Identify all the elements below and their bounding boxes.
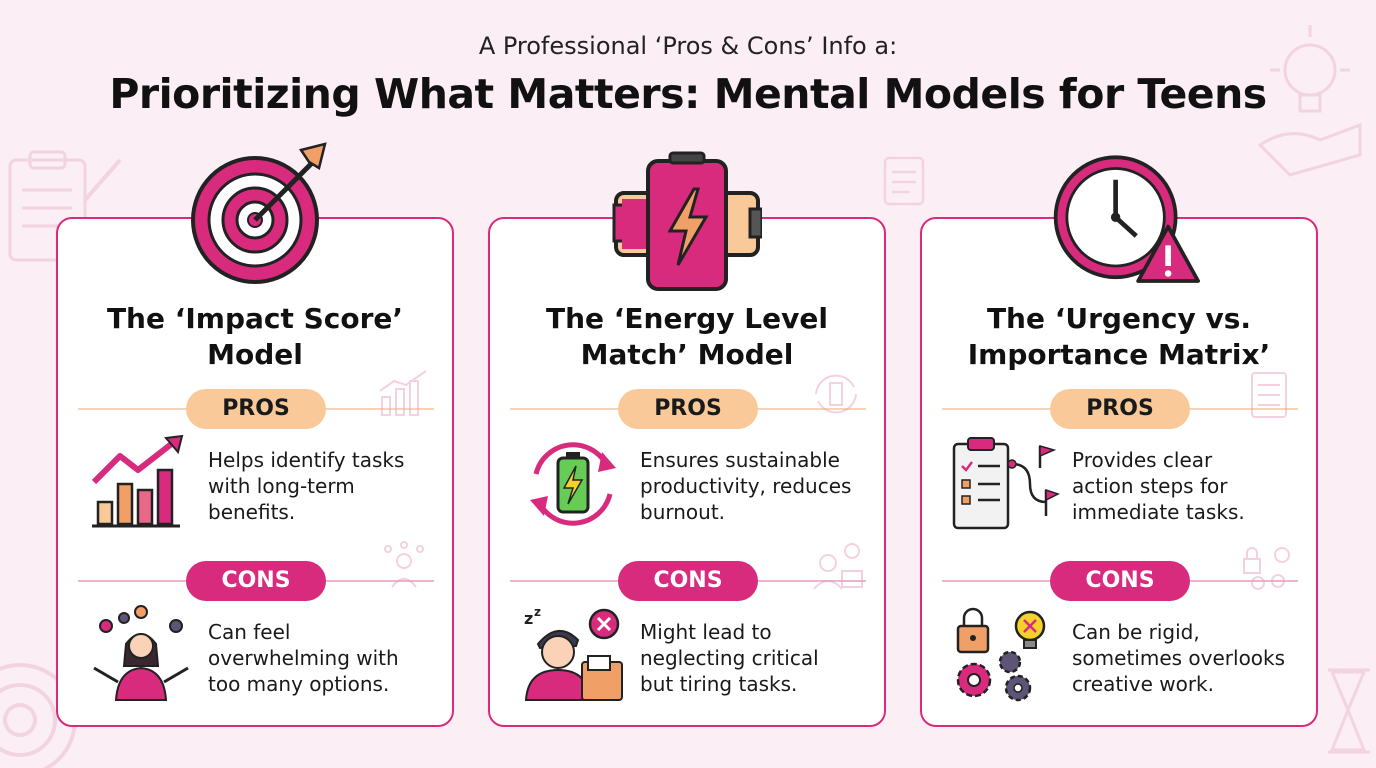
pros-row: PROS [78, 389, 434, 429]
clipboard-small-doodle-icon [883, 156, 925, 206]
clipboard-doodle-icon [8, 150, 122, 262]
card-title-line: The ‘Energy Level [546, 302, 828, 335]
cons-row: CONS [942, 561, 1298, 601]
text-line: Provides clear [1072, 448, 1213, 472]
pros-pill: PROS [186, 389, 326, 429]
tired-person-icon: z z [524, 605, 623, 701]
text-line: with long-term [208, 474, 355, 498]
card-title: The ‘Urgency vs. Importance Matrix’ [922, 301, 1316, 373]
cons-text: Might lead to neglecting critical but ti… [640, 619, 872, 697]
text-line: creative work. [1072, 672, 1214, 696]
juggling-person-doodle-icon [384, 541, 424, 588]
card-title: The ‘Impact Score’ Model [58, 301, 452, 373]
text-line: too many options. [208, 672, 390, 696]
text-line: Can feel [208, 620, 291, 644]
energy-level-card: The ‘Energy Level Match’ Model PROS Ensu… [488, 217, 886, 727]
text-line: Can be rigid, [1072, 620, 1200, 644]
juggling-person-icon [93, 605, 189, 701]
impact-score-card: The ‘Impact Score’ Model PROS Helps iden… [56, 217, 454, 727]
text-line: overwhelming with [208, 646, 399, 670]
pros-text: Ensures sustainable productivity, reduce… [640, 447, 872, 525]
pros-text: Helps identify tasks with long-term bene… [208, 447, 440, 525]
checklist-doodle-icon [1251, 372, 1287, 418]
clock-alert-icon [1053, 155, 1200, 283]
card-title-line: The ‘Urgency vs. [986, 302, 1252, 335]
text-line: sometimes overlooks [1072, 646, 1286, 670]
text-line: action steps for [1072, 474, 1228, 498]
text-line: neglecting critical [640, 646, 819, 670]
bar-chart-doodle-icon [379, 370, 427, 416]
card-title-line: Importance Matrix’ [967, 338, 1271, 371]
tired-person-doodle-icon [813, 543, 863, 590]
text-line: immediate tasks. [1072, 500, 1245, 524]
text-line: burnout. [640, 500, 726, 524]
text-line: but tiring tasks. [640, 672, 798, 696]
svg-text:z: z [524, 609, 533, 628]
text-line: Helps identify tasks [208, 448, 405, 472]
lightbulb-hand-doodle-icon [1257, 25, 1362, 177]
page-title: Prioritizing What Matters: Mental Models… [109, 70, 1267, 118]
growth-chart-icon [91, 434, 184, 528]
cons-pill: CONS [618, 561, 758, 601]
hourglass-doodle-icon [1328, 668, 1370, 754]
cons-pill: CONS [186, 561, 326, 601]
recharge-doodle-icon [815, 374, 857, 414]
battery-cycle-icon [530, 442, 616, 526]
pros-row: PROS [942, 389, 1298, 429]
page-subtitle: A Professional ‘Pros & Cons’ Info a: [478, 32, 898, 60]
pros-text: Provides clear action steps for immediat… [1072, 447, 1304, 525]
card-title-line: Model [207, 338, 303, 371]
cons-row: CONS [78, 561, 434, 601]
svg-text:z: z [534, 605, 541, 619]
target-icon [191, 142, 327, 284]
pros-row: PROS [510, 389, 866, 429]
pros-pill: PROS [1050, 389, 1190, 429]
checklist-flags-icon [952, 437, 1060, 530]
battery-icon [612, 151, 762, 291]
cons-pill: CONS [1050, 561, 1190, 601]
cons-row: CONS [510, 561, 866, 601]
text-line: benefits. [208, 500, 296, 524]
text-line: Might lead to [640, 620, 772, 644]
card-title-line: The ‘Impact Score’ [106, 302, 404, 335]
cons-text: Can be rigid, sometimes overlooks creati… [1072, 619, 1304, 697]
card-title: The ‘Energy Level Match’ Model [490, 301, 884, 373]
text-line: productivity, reduces [640, 474, 852, 498]
pros-pill: PROS [618, 389, 758, 429]
urgency-importance-card: The ‘Urgency vs. Importance Matrix’ PROS… [920, 217, 1318, 727]
cons-text: Can feel overwhelming with too many opti… [208, 619, 440, 697]
text-line: Ensures sustainable [640, 448, 840, 472]
lock-gears-doodle-icon [1243, 547, 1290, 590]
lock-bulb-gears-icon [956, 607, 1046, 702]
card-title-line: Match’ Model [580, 338, 794, 371]
